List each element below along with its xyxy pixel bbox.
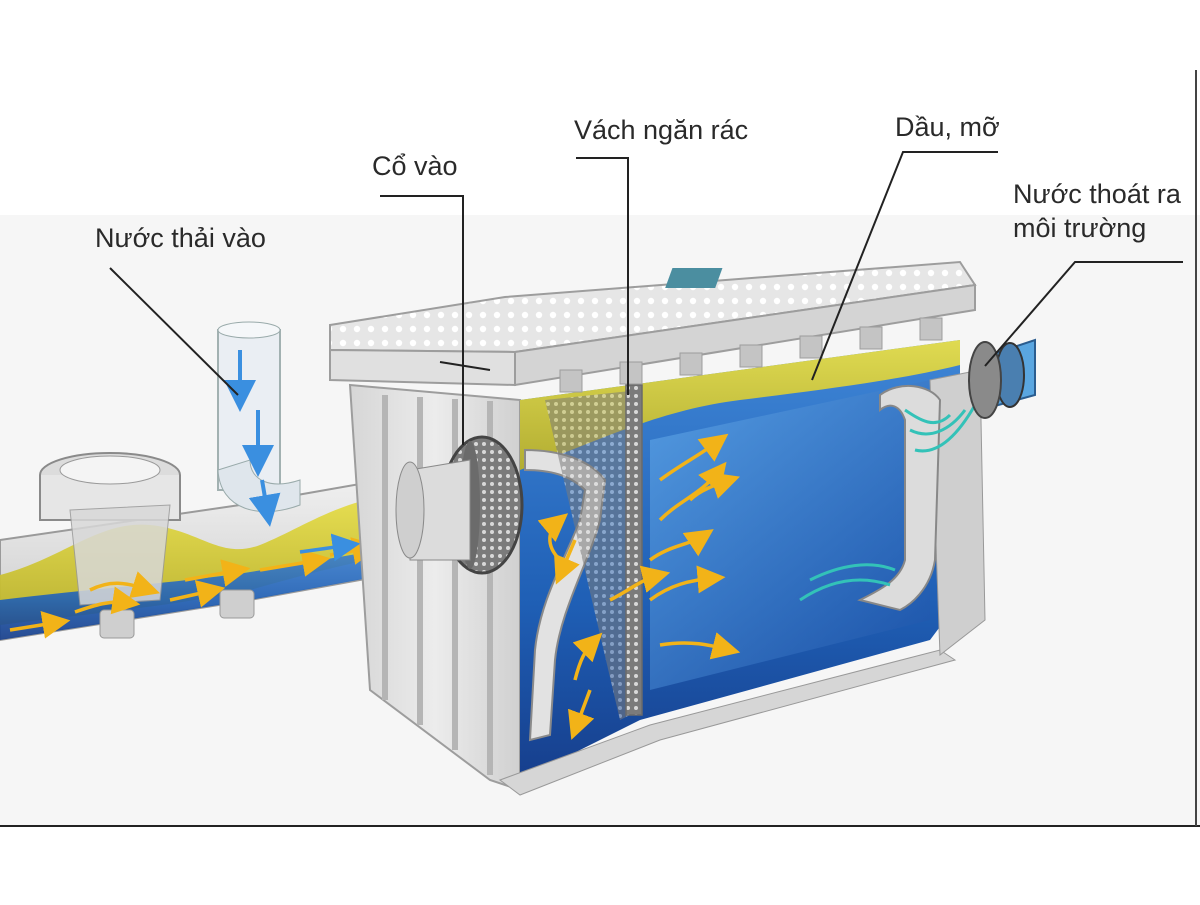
label-water-outflow: Nước thoát ra môi trường <box>1013 177 1181 245</box>
inlet-coupling <box>395 435 524 575</box>
outflow-streaks <box>799 404 977 602</box>
debris-screen <box>545 384 643 720</box>
label-debris-screen: Vách ngăn rác <box>574 115 749 145</box>
label-outflow-line2: môi trường <box>1013 213 1147 243</box>
label-inlet-neck: Cổ vào <box>372 151 458 181</box>
tank-lid <box>329 260 977 393</box>
label-wastewater-inflow: Nước thải vào <box>95 223 266 253</box>
outlet-pipe <box>968 338 1036 419</box>
leader-lines <box>109 151 1183 445</box>
vertical-inflow-pipe <box>217 321 301 527</box>
label-oil-grease: Dầu, mỡ <box>895 112 1000 142</box>
label-outflow-line1: Nước thoát ra <box>1013 179 1181 209</box>
tank-flow-arrows <box>537 433 741 740</box>
outlet-baffle <box>857 384 942 612</box>
